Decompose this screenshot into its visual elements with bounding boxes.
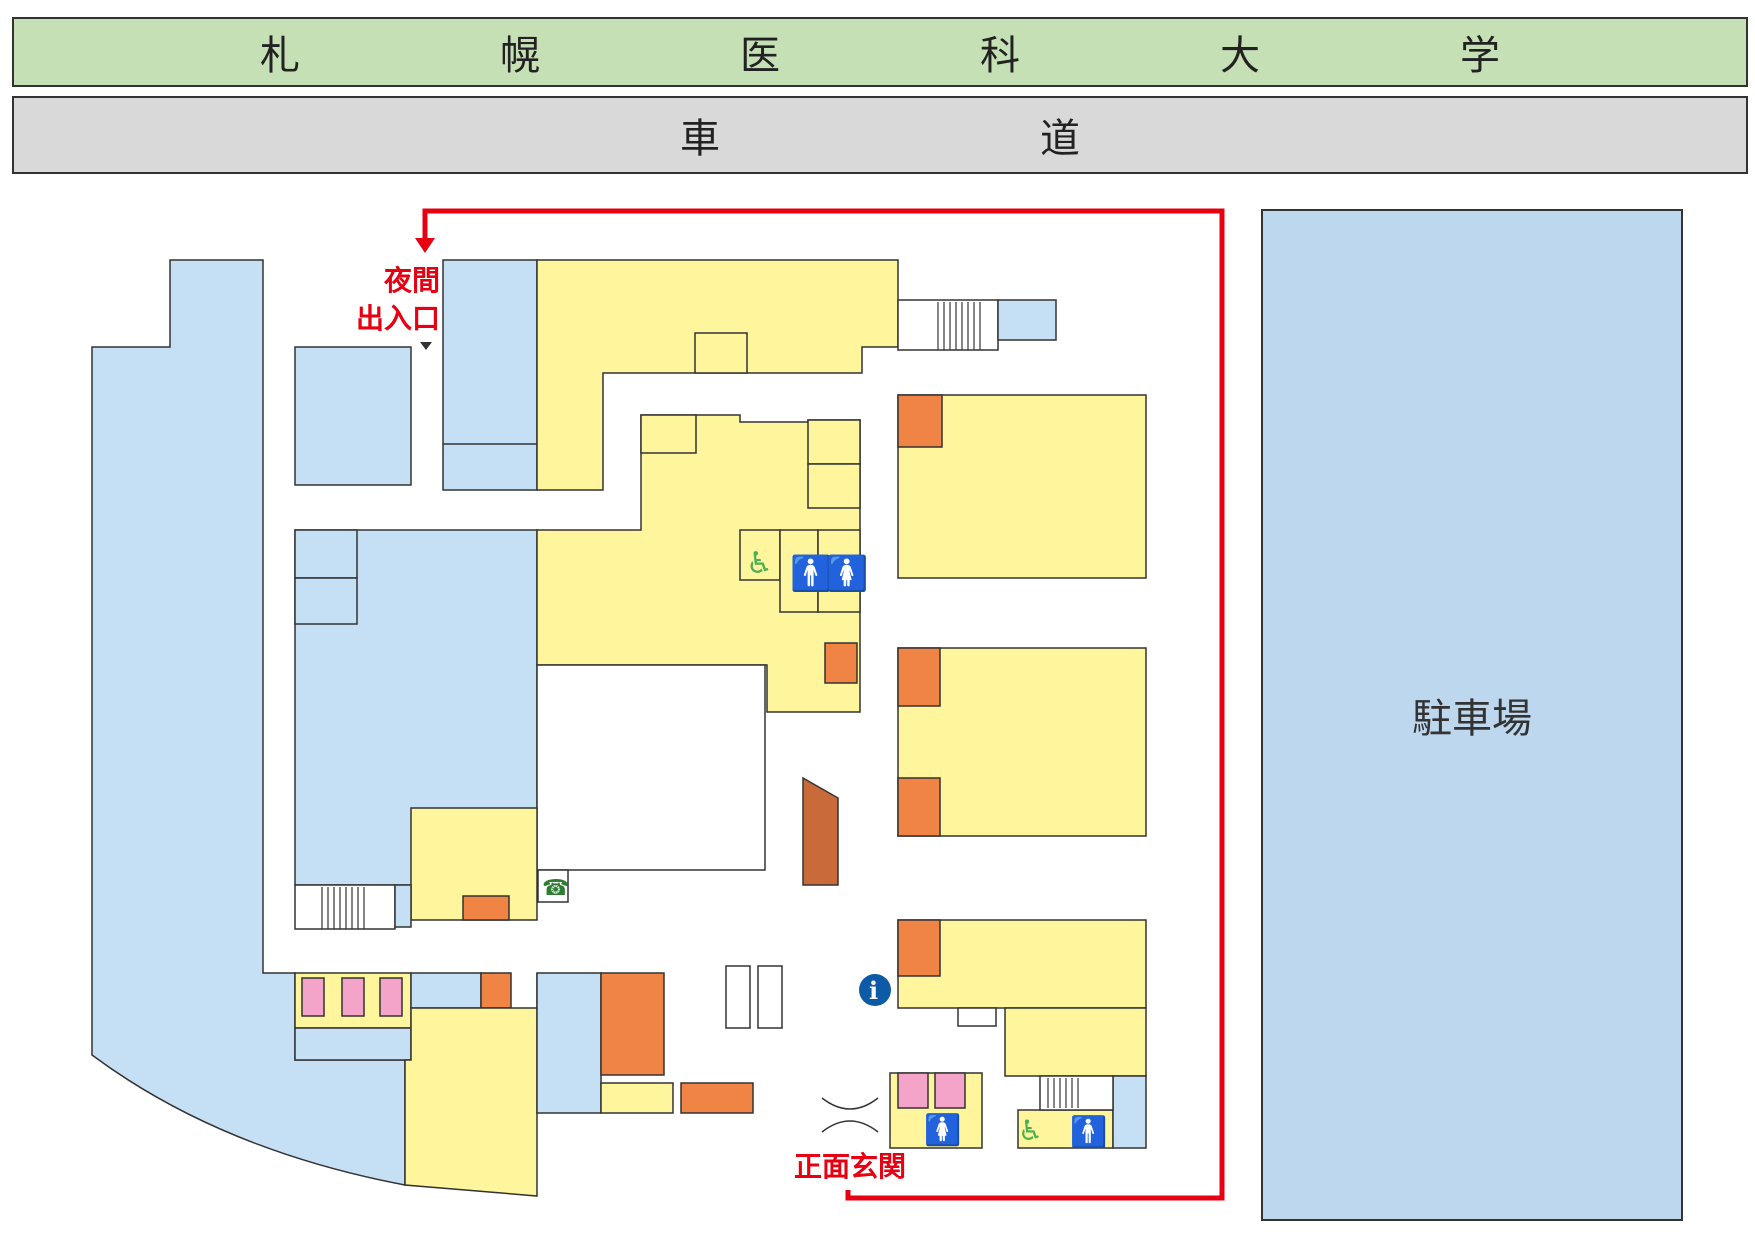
wheelchair-toilet-icon: ♿ <box>1018 1114 1043 1147</box>
stairs-icon <box>897 299 999 351</box>
university-name: 札 幌 医 科 大 学 <box>260 33 1580 79</box>
mens-toilet-icon: 🚹 <box>790 554 832 594</box>
entrance-door <box>821 1097 879 1133</box>
parking-lot <box>1261 209 1683 1221</box>
svg-text:i: i <box>869 976 878 1005</box>
university-band: 札 幌 医 科 大 学 <box>12 17 1748 87</box>
road-band: 車 道 <box>12 96 1748 174</box>
main-entrance-label: 正面玄関 <box>793 1150 906 1183</box>
parking-text: 駐車場 <box>1412 696 1532 742</box>
night-entrance-label: 夜間 出入口 <box>340 262 440 338</box>
coin-locker-icon <box>957 1007 997 1027</box>
womens-toilet-icon: 🚺 <box>924 1112 961 1148</box>
route-line <box>422 208 1225 1201</box>
room-block <box>536 259 899 491</box>
room-block <box>294 346 412 486</box>
central-hall <box>536 664 766 871</box>
escalator-icon <box>802 776 839 886</box>
telephone-icon: ☎ <box>542 876 569 901</box>
mens-toilet-icon: 🚹 <box>1070 1114 1107 1150</box>
night-entrance-text: 夜間 出入口 <box>355 264 440 335</box>
information-icon <box>859 974 891 1006</box>
road-label: 車 道 <box>680 116 1160 162</box>
room-block <box>442 259 538 491</box>
parking-label: 駐車場 <box>1262 210 1682 1220</box>
womens-toilet-icon: 🚺 <box>826 554 868 594</box>
wheelchair-toilet-icon: ♿ <box>746 546 773 581</box>
